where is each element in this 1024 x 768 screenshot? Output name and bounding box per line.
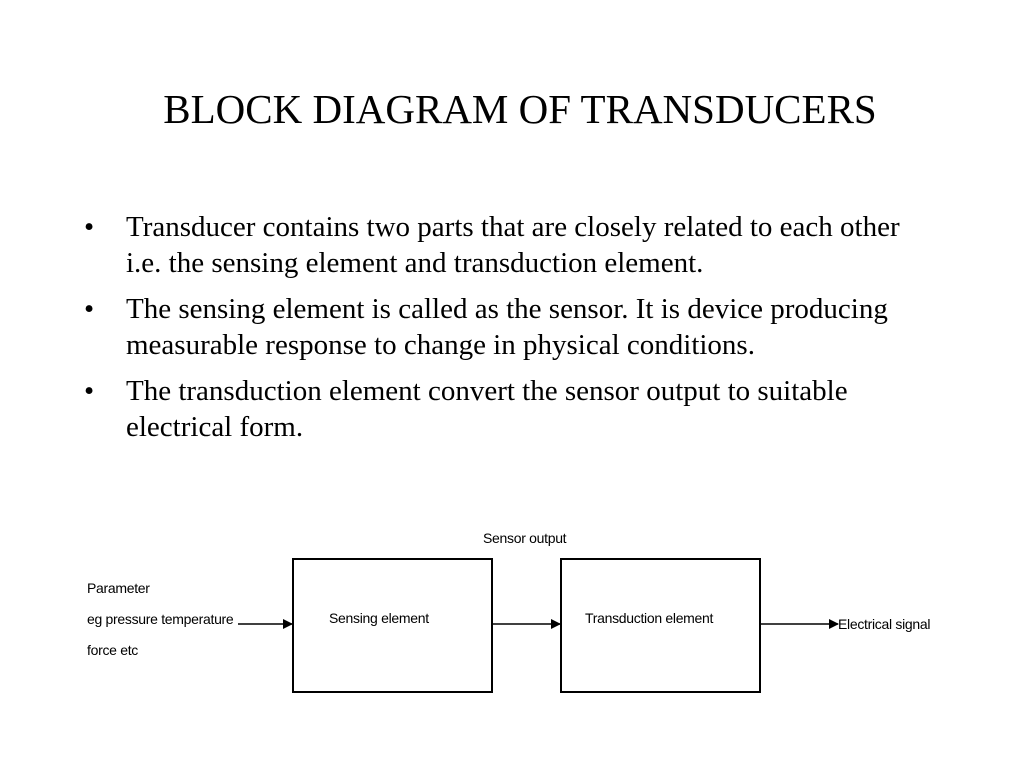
bullet-icon: •: [84, 293, 95, 325]
input-example-label: eg pressure temperature: [87, 611, 234, 627]
bullet-item: • The sensing element is called as the s…: [84, 291, 904, 363]
sensing-element-label: Sensing element: [329, 610, 429, 626]
bullet-item: • The transduction element convert the s…: [84, 373, 904, 445]
slide-title: BLOCK DIAGRAM OF TRANSDUCERS: [163, 86, 877, 132]
bullet-text: Transducer contains two parts that are c…: [126, 211, 900, 279]
transduction-element-block: Transduction element: [560, 558, 761, 693]
sensor-output-label: Sensor output: [483, 530, 567, 546]
diagram-arrows: [238, 619, 839, 629]
bullet-text: The sensing element is called as the sen…: [126, 293, 888, 361]
sensing-element-block: Sensing element: [292, 558, 493, 693]
bullet-text: The transduction element convert the sen…: [126, 375, 848, 443]
bullet-list: • Transducer contains two parts that are…: [84, 209, 904, 455]
input-force-label: force etc: [87, 642, 138, 658]
transducer-block-diagram: Parameter eg pressure temperature force …: [0, 520, 1024, 720]
bullet-item: • Transducer contains two parts that are…: [84, 209, 904, 281]
input-parameter-label: Parameter: [87, 580, 150, 596]
transduction-element-label: Transduction element: [585, 610, 714, 626]
bullet-icon: •: [84, 211, 95, 243]
electrical-signal-label: Electrical signal: [838, 616, 931, 632]
bullet-icon: •: [84, 375, 95, 407]
